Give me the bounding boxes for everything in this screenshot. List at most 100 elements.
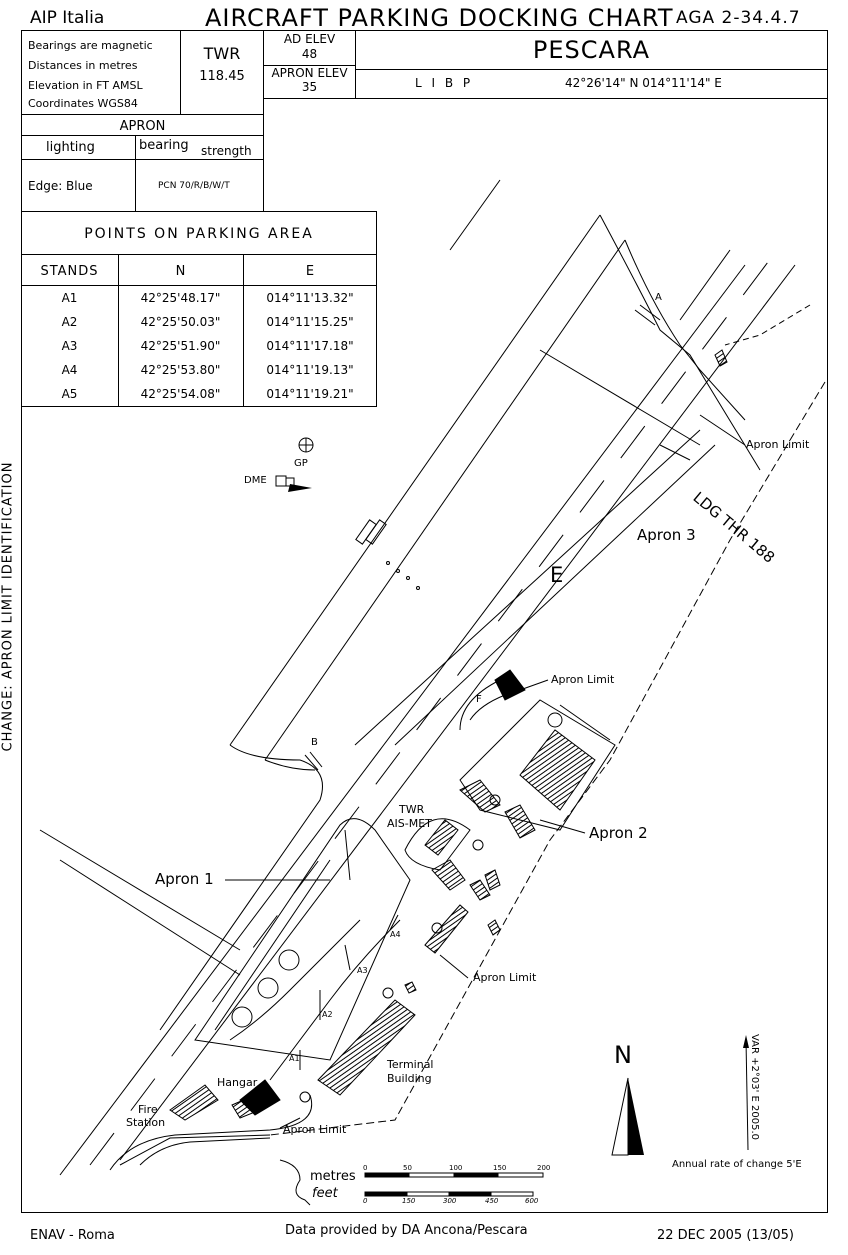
taxiway-e-edge [229, 214, 601, 746]
table-row: A1 [61, 291, 78, 305]
scale-bar [364, 1172, 544, 1197]
table-row: A5 [61, 387, 78, 401]
apron-col-divider [135, 135, 136, 212]
terminal-label-1: Terminal [387, 1058, 434, 1071]
table-row: A4 [61, 363, 78, 377]
bearing-label: bearing [139, 138, 189, 153]
taxiway-e-label: E [550, 563, 564, 587]
variation-arrow [745, 1039, 749, 1151]
apron2-label: Apron 2 [589, 824, 648, 842]
table-row: 014°11'13.32" [266, 291, 354, 305]
taxiway-e-edge [264, 239, 626, 761]
apron-limit-label-1: Apron Limit [746, 438, 810, 451]
runway-edge [119, 264, 796, 1161]
apron-elev-value: 35 [301, 80, 318, 94]
apron-limit-label-3: Apron Limit [473, 971, 537, 984]
points-header-stands: STANDS [40, 264, 99, 279]
table-row: 42°25'53.80" [140, 363, 221, 377]
scale-metres-label: metres [310, 1169, 356, 1184]
table-row: 42°25'50.03" [140, 315, 221, 329]
chart-title: AIRCRAFT PARKING DOCKING CHART [205, 4, 674, 32]
taxiway-a-label: A [655, 292, 662, 303]
fire-station-label-2: Station [126, 1116, 166, 1129]
scale-metres-tick: 200 [537, 1164, 551, 1172]
apron1-label: Apron 1 [155, 870, 214, 888]
airport-coords-box [355, 69, 828, 99]
terminal-label-2: Building [387, 1072, 432, 1085]
twr-map-label: TWR [399, 803, 425, 816]
points-table [21, 211, 377, 407]
footer-left: ENAV - Roma [30, 1228, 115, 1243]
note-coordinates: Coordinates WGS84 [28, 97, 138, 110]
hangar-label: Hangar [217, 1076, 258, 1089]
table-row: 014°11'19.21" [266, 387, 354, 401]
scale-feet-tick: 0 [363, 1197, 368, 1205]
note-bearings: Bearings are magnetic [28, 39, 153, 52]
perimeter-fence [119, 1134, 271, 1166]
stand-a2-label: A2 [322, 1010, 333, 1019]
strength-label: strength [201, 144, 252, 158]
note-elevation: Elevation in FT AMSL [28, 79, 143, 92]
points-header-n: N [175, 264, 186, 279]
points-table-title: POINTS ON PARKING AREA [84, 226, 314, 242]
runway-edge [59, 264, 746, 1176]
footer-right: 22 DEC 2005 (13/05) [657, 1228, 794, 1243]
chart-code: AGA 2-34.4.7 [676, 8, 801, 28]
twr-frequency: 118.45 [199, 69, 245, 84]
table-row: A3 [61, 339, 78, 353]
twr-label: TWR [203, 44, 241, 63]
scale-metres-tick: 100 [449, 1164, 463, 1172]
stand-a4-label: A4 [390, 930, 401, 939]
points-col-divider-1 [118, 254, 119, 407]
scale-feet-tick: 300 [443, 1197, 457, 1205]
ais-met-label: AIS-MET [387, 817, 432, 830]
airport-icao: L I B P [415, 76, 474, 90]
fire-station-building [169, 1084, 219, 1121]
fire-station-label-1: Fire [138, 1103, 158, 1116]
annual-change-label: Annual rate of change 5'E [672, 1159, 802, 1170]
points-header-e: E [305, 264, 315, 279]
points-header-row [21, 254, 377, 286]
scale-metres-tick: 50 [403, 1164, 412, 1172]
apron-header-row [21, 135, 264, 160]
table-row: 014°11'19.13" [266, 363, 354, 377]
scale-feet-label: feet [312, 1186, 338, 1201]
airport-name: PESCARA [532, 36, 651, 64]
apron-elev-label: APRON ELEV [271, 66, 348, 80]
twr-building [424, 819, 459, 856]
ad-elev-label: AD ELEV [283, 32, 336, 46]
scale-feet-tick: 600 [525, 1197, 539, 1205]
terminal-building [317, 999, 416, 1096]
perimeter-fence [724, 304, 811, 346]
apron3-label: Apron 3 [637, 526, 696, 544]
airport-coordinates: 42°26'14" N 014°11'14" E [565, 76, 722, 90]
table-row: A2 [61, 315, 78, 329]
apron-limit-label-2: Apron Limit [551, 673, 615, 686]
table-row: 014°11'15.25" [266, 315, 354, 329]
scale-metres-tick: 150 [493, 1164, 507, 1172]
table-row: 42°25'54.08" [140, 387, 221, 401]
taxiway-b-label: B [311, 737, 318, 748]
scale-feet-tick: 450 [485, 1197, 499, 1205]
ad-elev-value: 48 [301, 47, 318, 61]
dme-arrow [288, 484, 312, 492]
note-distances: Distances in metres [28, 59, 138, 72]
stand-a3-label: A3 [357, 966, 368, 975]
lighting-value: Edge: Blue [28, 179, 93, 193]
variation-label: VAR +2°03' E 2005.0 [749, 1033, 760, 1141]
stand-a1-label: A1 [289, 1054, 300, 1063]
scale-metres-tick: 0 [363, 1164, 368, 1172]
gp-label: GP [294, 458, 308, 469]
north-label: N [614, 1041, 632, 1069]
apron-title: APRON [119, 119, 166, 134]
apron2-small-building [494, 669, 526, 701]
points-col-divider-2 [243, 254, 244, 407]
footer-center: Data provided by DA Ancona/Pescara [285, 1223, 528, 1238]
north-arrow [611, 1077, 644, 1156]
apron2-building [519, 729, 596, 811]
apron-limit-label-4: Apron Limit [283, 1123, 347, 1136]
publisher: AIP Italia [30, 8, 105, 28]
lighting-label: lighting [46, 140, 95, 155]
taxiway-f-label: F [476, 694, 482, 705]
